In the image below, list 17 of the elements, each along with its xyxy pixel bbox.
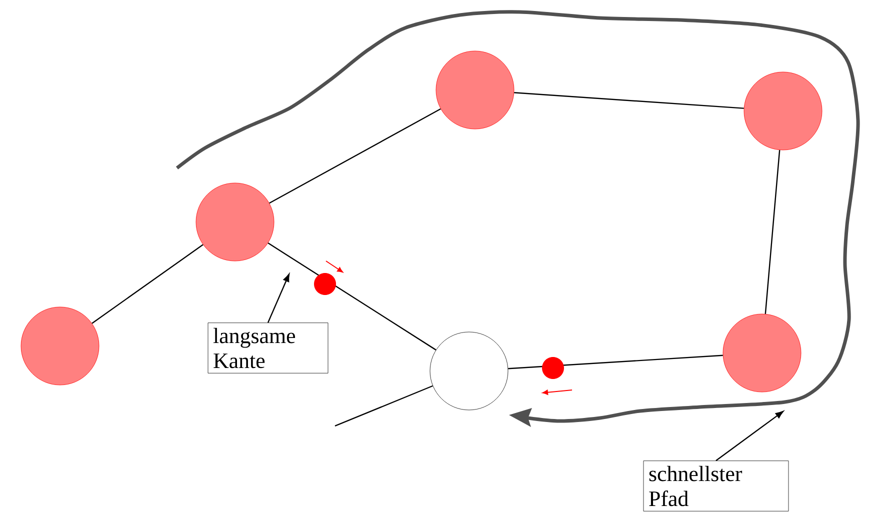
network-node xyxy=(20,306,100,386)
leader-line xyxy=(716,410,784,462)
network-node xyxy=(430,332,508,410)
network-node xyxy=(744,72,822,150)
connecting-line xyxy=(508,354,723,370)
text-box: langsame Kante xyxy=(208,322,328,374)
network-node xyxy=(196,182,274,262)
connecting-line xyxy=(92,244,204,324)
connecting-line xyxy=(764,150,780,314)
connecting-line xyxy=(334,385,433,427)
network-node xyxy=(722,314,802,392)
leader-line xyxy=(267,274,290,323)
connecting-line xyxy=(514,92,744,109)
connecting-line xyxy=(268,242,436,350)
network-node xyxy=(436,50,514,130)
connecting-line xyxy=(269,108,441,204)
text-box: schnellster Pfad xyxy=(643,460,789,512)
